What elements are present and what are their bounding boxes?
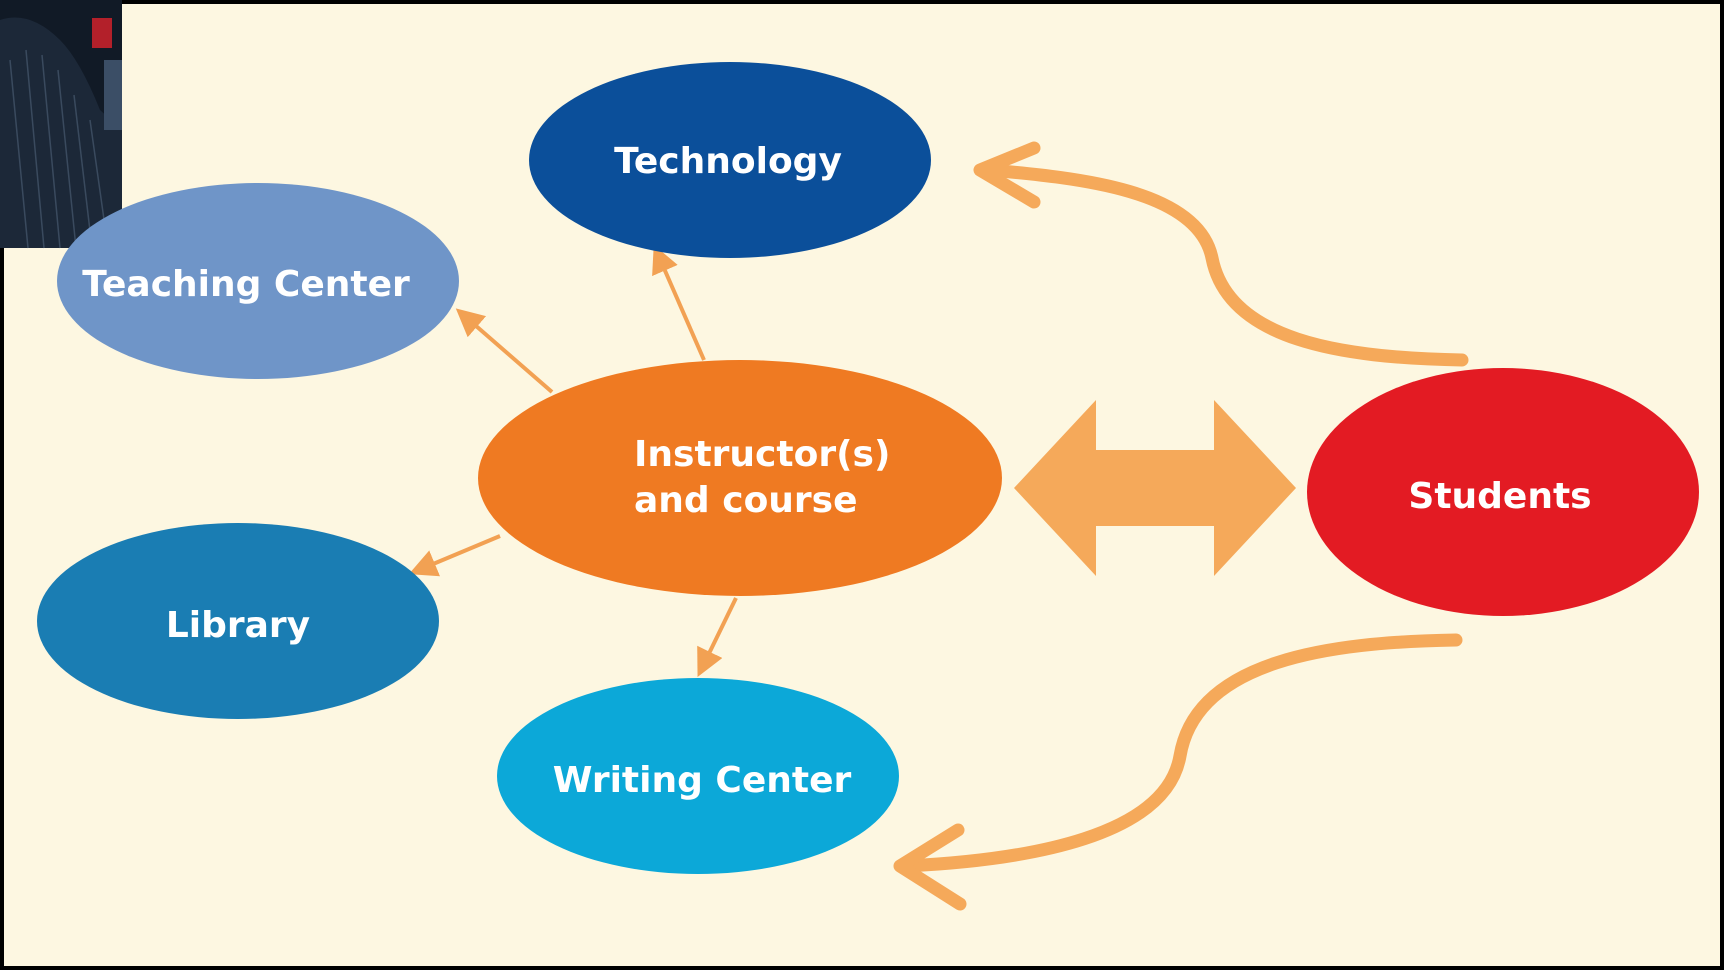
node-technology: Technology	[529, 62, 931, 258]
edge-instructor-writing-center	[697, 597, 738, 678]
node-teaching-center-label: Teaching Center	[82, 264, 410, 305]
edge-instructor-teaching-center	[455, 308, 554, 394]
edge-instructor-students-double-arrow	[1014, 400, 1296, 576]
arrowhead-writing-center	[893, 823, 967, 911]
node-teaching-center: Teaching Center	[57, 183, 459, 379]
node-writing-center-label: Writing Center	[553, 760, 852, 801]
node-writing-center: Writing Center	[497, 678, 899, 874]
node-technology-label: Technology	[614, 141, 842, 182]
node-library-label: Library	[166, 605, 310, 646]
node-students-label: Students	[1408, 476, 1591, 517]
node-instructor-label-line1: Instructor(s)	[634, 434, 890, 475]
edge-students-technology	[983, 163, 1469, 367]
node-instructor: Instructor(s) and course	[478, 360, 1002, 596]
edge-instructor-technology	[652, 244, 706, 361]
node-students: Students	[1307, 368, 1699, 616]
person-photo	[0, 0, 122, 249]
node-instructor-label-line2: and course	[634, 480, 858, 521]
edge-instructor-library	[408, 534, 501, 577]
edge-students-writing-center	[899, 633, 1463, 873]
arrowhead-technology	[973, 141, 1041, 209]
node-library: Library	[37, 523, 439, 719]
